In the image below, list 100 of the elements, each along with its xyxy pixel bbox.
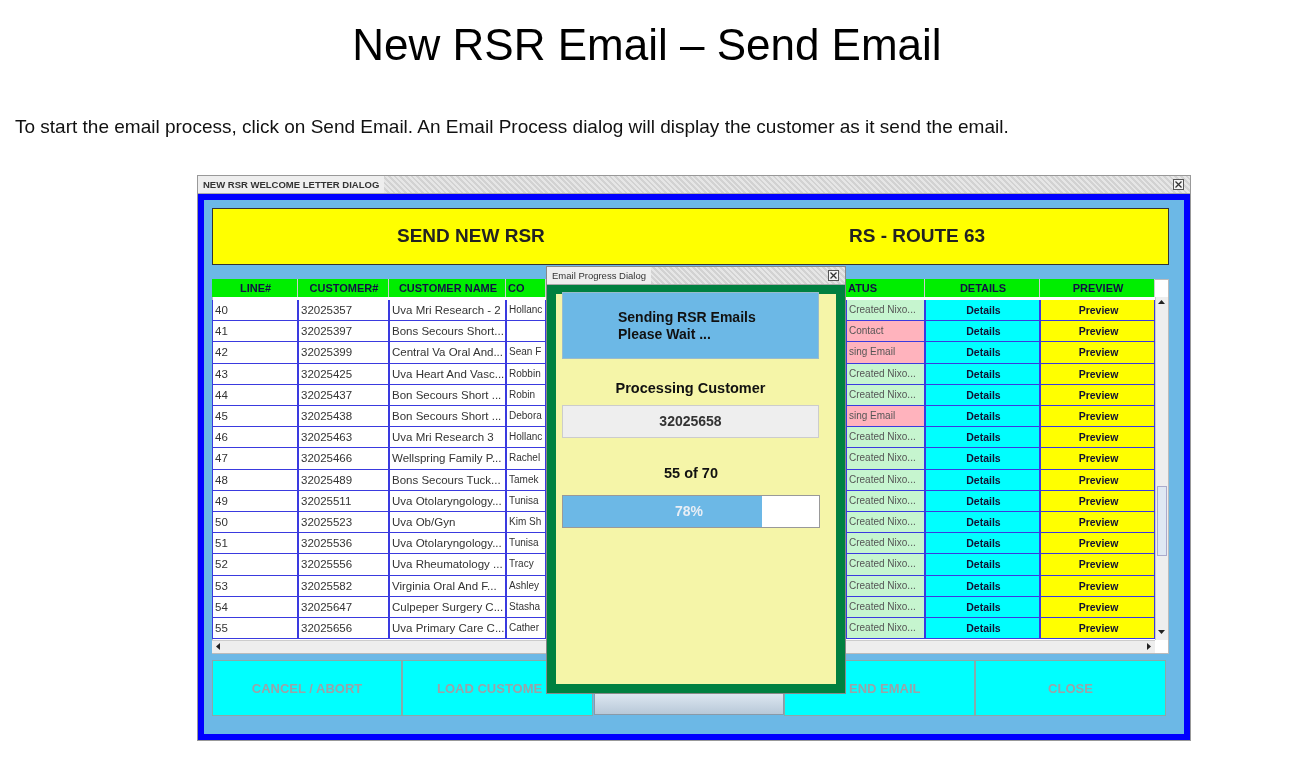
- table-cell: Kim Sh: [506, 512, 546, 534]
- table-cell: Uva Ob/Gyn: [389, 512, 506, 534]
- table-cell: 49: [212, 490, 298, 512]
- table-cell: 42: [212, 342, 298, 364]
- preview-button: Preview: [1040, 448, 1155, 470]
- table-cell: Created Nixo...: [846, 448, 925, 470]
- table-cell: Created Nixo...: [846, 554, 925, 576]
- table-cell: Debora: [506, 406, 546, 428]
- preview-button: Preview: [1040, 300, 1155, 322]
- table-cell: Created Nixo...: [846, 469, 925, 491]
- table-cell: Culpeper Surgery C...: [389, 596, 506, 618]
- table-cell: Bons Secours Short...: [389, 321, 506, 343]
- table-cell: Created Nixo...: [846, 596, 925, 618]
- table-cell: Sean F: [506, 342, 546, 364]
- column-header: LINE#: [212, 279, 298, 297]
- header-banner: [212, 208, 1169, 265]
- table-cell: 32025489: [298, 469, 389, 491]
- table-cell: 54: [212, 596, 298, 618]
- details-button: Details: [925, 596, 1040, 618]
- table-cell: Contact: [846, 321, 925, 343]
- details-button: Details: [925, 406, 1040, 428]
- table-cell: Uva Mri Research 3: [389, 427, 506, 449]
- preview-button: Preview: [1040, 596, 1155, 618]
- table-cell: Created Nixo...: [846, 575, 925, 597]
- table-cell: Bon Secours Short ...: [389, 384, 506, 406]
- details-button: Details: [925, 575, 1040, 597]
- button: [594, 693, 784, 715]
- table-cell: Virginia Oral And F...: [389, 575, 506, 597]
- table-cell: Bons Secours Tuck...: [389, 469, 506, 491]
- table-cell: 32025647: [298, 596, 389, 618]
- table-cell: Uva Otolaryngology...: [389, 533, 506, 555]
- table-cell: 44: [212, 384, 298, 406]
- preview-button: Preview: [1040, 406, 1155, 428]
- table-cell: Central Va Oral And...: [389, 342, 506, 364]
- table-cell: Created Nixo...: [846, 490, 925, 512]
- table-cell: Bon Secours Short ...: [389, 406, 506, 428]
- table-cell: 51: [212, 533, 298, 555]
- details-button: Details: [925, 363, 1040, 385]
- window-title: NEW RSR WELCOME LETTER DIALOG: [198, 176, 385, 193]
- message-panel: [562, 292, 819, 359]
- table-cell: 32025556: [298, 554, 389, 576]
- table-cell: 32025656: [298, 618, 389, 640]
- field-label: Processing Customer: [614, 380, 767, 396]
- table-cell: Stasha: [506, 596, 546, 618]
- table-cell: 32025425: [298, 363, 389, 385]
- preview-button: Preview: [1040, 342, 1155, 364]
- details-button: Details: [925, 342, 1040, 364]
- table-cell: 32025397: [298, 321, 389, 343]
- preview-button: Preview: [1040, 618, 1155, 640]
- details-button: Details: [925, 490, 1040, 512]
- table-cell: sing Email: [846, 342, 925, 364]
- table-cell: 43: [212, 363, 298, 385]
- table-cell: Uva Rheumatology ...: [389, 554, 506, 576]
- table-cell: Wellspring Family P...: [389, 448, 506, 470]
- table-cell: 41: [212, 321, 298, 343]
- details-button: Details: [925, 300, 1040, 322]
- preview-button: Preview: [1040, 427, 1155, 449]
- preview-button: Preview: [1040, 321, 1155, 343]
- table-cell: Created Nixo...: [846, 618, 925, 640]
- details-button: Details: [925, 469, 1040, 491]
- table-cell: 32025536: [298, 533, 389, 555]
- preview-button: Preview: [1040, 363, 1155, 385]
- table-cell: Created Nixo...: [846, 512, 925, 534]
- table-cell: 50: [212, 512, 298, 534]
- table-cell: 52: [212, 554, 298, 576]
- table-cell: Uva Primary Care C...: [389, 618, 506, 640]
- banner-text: SEND NEW RSR: [397, 225, 545, 247]
- table-cell: Created Nixo...: [846, 533, 925, 555]
- column-header: CUSTOMER#: [298, 279, 389, 297]
- column-header: ATUS: [846, 279, 925, 297]
- table-cell: 32025523: [298, 512, 389, 534]
- table-cell: Robbin: [506, 363, 546, 385]
- table-cell: Tunisa: [506, 533, 546, 555]
- column-header: DETAILS: [925, 279, 1040, 297]
- column-header: CUSTOMER NAME: [389, 279, 506, 297]
- details-button: Details: [925, 554, 1040, 576]
- table-cell: Rachel: [506, 448, 546, 470]
- table-cell: 32025437: [298, 384, 389, 406]
- progress-count: 55 of 70: [663, 465, 719, 481]
- table-cell: 32025438: [298, 406, 389, 428]
- details-button: Details: [925, 384, 1040, 406]
- customer-number-field: 32025658: [562, 405, 819, 438]
- table-cell: 55: [212, 618, 298, 640]
- table-cell: Hollanc: [506, 300, 546, 322]
- table-cell: Uva Mri Research - 2: [389, 300, 506, 322]
- status-message: Sending RSR Emails Please Wait ...: [618, 309, 757, 343]
- table-cell: Created Nixo...: [846, 427, 925, 449]
- instruction-text: To start the email process, click on Send Email. An Email Process dialog will display the customer as it send the email.: [15, 116, 1009, 138]
- table-cell: Cather: [506, 618, 546, 640]
- column-header: CO: [506, 279, 546, 297]
- table-cell: Created Nixo...: [846, 300, 925, 322]
- details-button: Details: [925, 448, 1040, 470]
- table-cell: 32025399: [298, 342, 389, 364]
- preview-button: Preview: [1040, 384, 1155, 406]
- progress-percent: 78%: [675, 503, 704, 519]
- preview-button: Preview: [1040, 575, 1155, 597]
- table-cell: Tracy: [506, 554, 546, 576]
- table-cell: 45: [212, 406, 298, 428]
- table-cell: sing Email: [846, 406, 925, 428]
- table-cell: 32025582: [298, 575, 389, 597]
